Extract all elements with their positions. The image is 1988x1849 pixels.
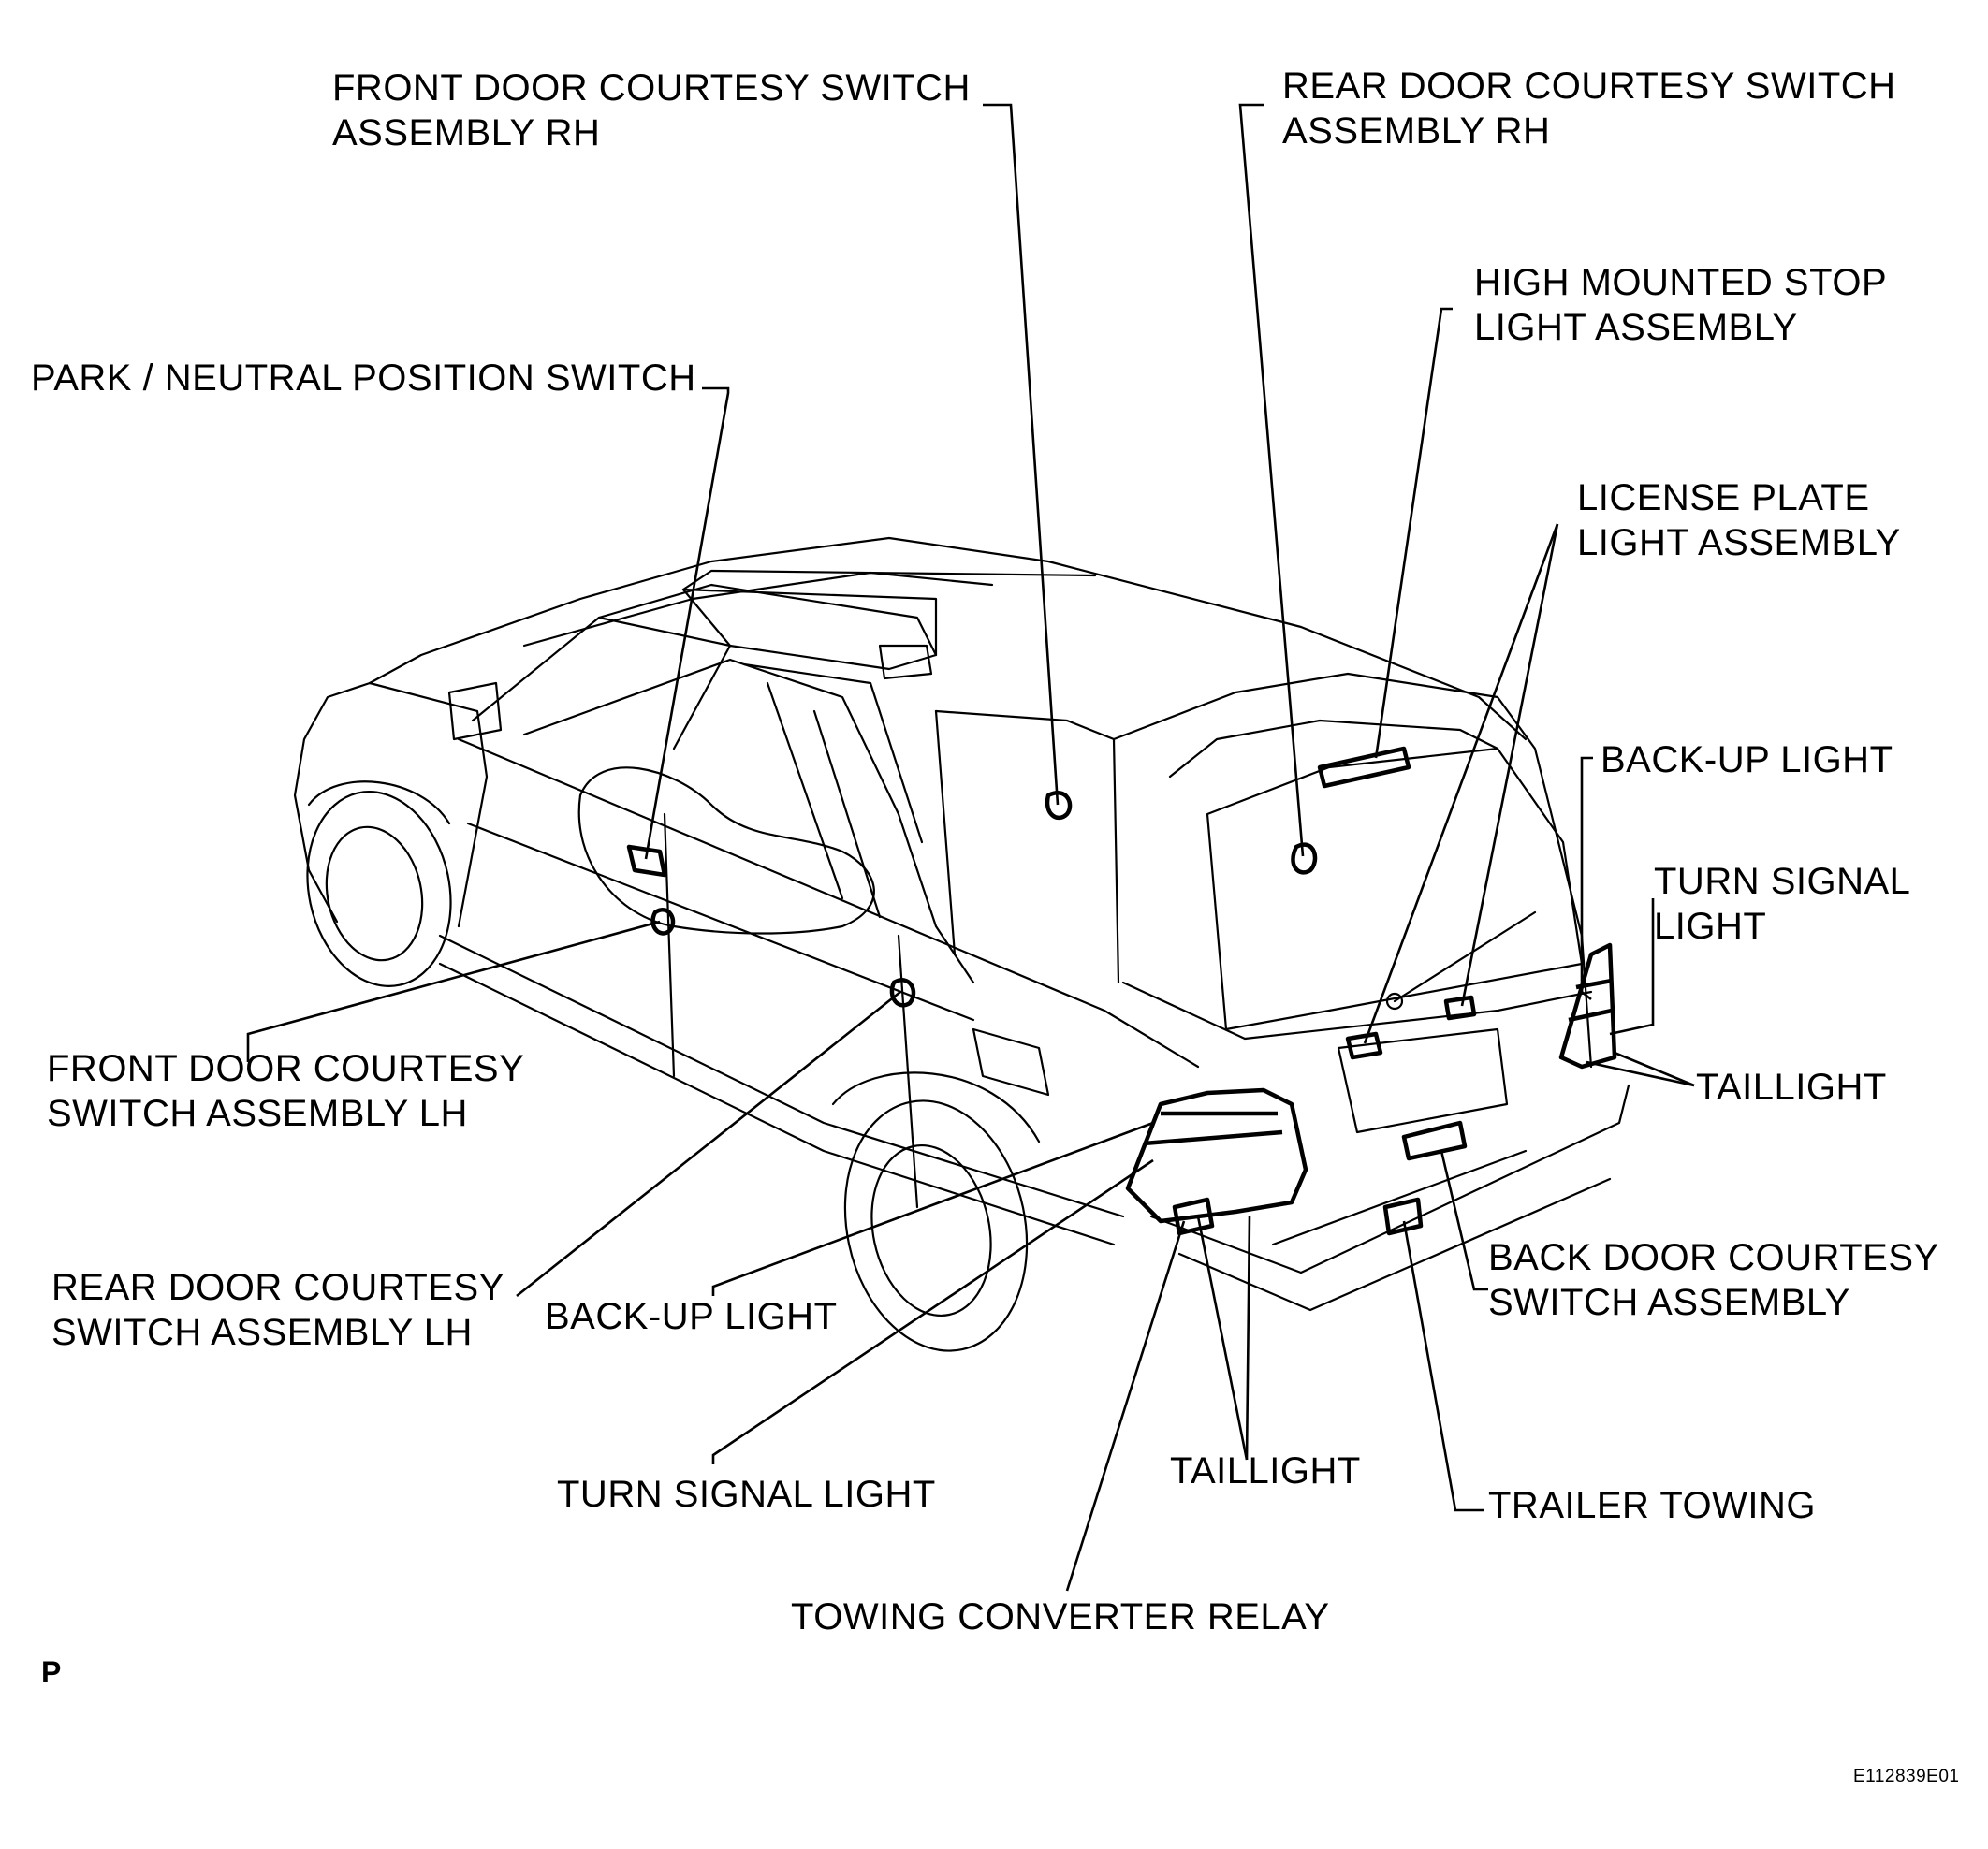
label-line: LIGHT: [1654, 906, 1767, 947]
label-high-mounted-stop-light: HIGH MOUNTED STOP LIGHT ASSEMBLY: [1474, 260, 1887, 350]
label-turn-signal-light-right: TURN SIGNAL LIGHT: [1654, 859, 1910, 949]
figure-code: E112839E01: [1853, 1767, 1960, 1786]
label-line: ASSEMBLY RH: [1282, 110, 1551, 152]
corner-mark: P: [41, 1655, 62, 1689]
label-line: TURN SIGNAL LIGHT: [557, 1474, 936, 1515]
label-line: TRAILER TOWING: [1488, 1485, 1817, 1526]
label-line: BACK-UP LIGHT: [1601, 739, 1893, 780]
label-line: TAILLIGHT: [1170, 1450, 1361, 1492]
label-line: TOWING CONVERTER RELAY: [791, 1596, 1330, 1638]
label-license-plate-light: LICENSE PLATE LIGHT ASSEMBLY: [1577, 475, 1901, 565]
label-line: SWITCH ASSEMBLY LH: [47, 1093, 468, 1134]
label-line: FRONT DOOR COURTESY: [47, 1048, 525, 1089]
label-turn-signal-light-left: TURN SIGNAL LIGHT: [557, 1472, 936, 1517]
label-line: HIGH MOUNTED STOP: [1474, 262, 1888, 303]
components: [626, 746, 1617, 1236]
label-back-door-courtesy-switch: BACK DOOR COURTESY SWITCH ASSEMBLY: [1488, 1235, 1939, 1325]
label-line: REAR DOOR COURTESY SWITCH: [1282, 66, 1896, 107]
label-park-neutral-position-switch: PARK / NEUTRAL POSITION SWITCH: [31, 356, 696, 400]
label-line: BACK-UP LIGHT: [545, 1296, 838, 1337]
label-back-up-light-right: BACK-UP LIGHT: [1601, 737, 1893, 782]
label-line: PARK / NEUTRAL POSITION SWITCH: [31, 357, 696, 399]
label-back-up-light-left: BACK-UP LIGHT: [545, 1294, 838, 1339]
label-line: SWITCH ASSEMBLY LH: [51, 1312, 473, 1353]
label-line: TURN SIGNAL: [1654, 861, 1911, 902]
label-line: LICENSE PLATE: [1577, 477, 1870, 518]
label-taillight-right: TAILLIGHT: [1696, 1065, 1887, 1110]
leader-lines: [246, 103, 1695, 1592]
label-line: ASSEMBLY RH: [332, 112, 601, 153]
label-rear-door-courtesy-switch-lh: REAR DOOR COURTESY SWITCH ASSEMBLY LH: [51, 1265, 504, 1355]
label-front-door-courtesy-switch-rh: FRONT DOOR COURTESY SWITCH ASSEMBLY RH: [332, 66, 971, 155]
label-line: LIGHT ASSEMBLY: [1474, 307, 1798, 348]
label-front-door-courtesy-switch-lh: FRONT DOOR COURTESY SWITCH ASSEMBLY LH: [47, 1046, 524, 1136]
vehicle-outline: [293, 536, 1630, 1352]
label-line: REAR DOOR COURTESY: [51, 1267, 504, 1308]
label-towing-converter-relay: TOWING CONVERTER RELAY: [791, 1594, 1330, 1639]
label-rear-door-courtesy-switch-rh: REAR DOOR COURTESY SWITCH ASSEMBLY RH: [1282, 64, 1896, 153]
label-line: LIGHT ASSEMBLY: [1577, 522, 1901, 563]
label-line: FRONT DOOR COURTESY SWITCH: [332, 67, 971, 109]
label-line: SWITCH ASSEMBLY: [1488, 1282, 1850, 1323]
label-trailer-towing: TRAILER TOWING: [1488, 1483, 1816, 1528]
label-line: BACK DOOR COURTESY: [1488, 1237, 1939, 1278]
label-line: TAILLIGHT: [1696, 1067, 1887, 1108]
label-taillight-bottom: TAILLIGHT: [1170, 1449, 1361, 1493]
